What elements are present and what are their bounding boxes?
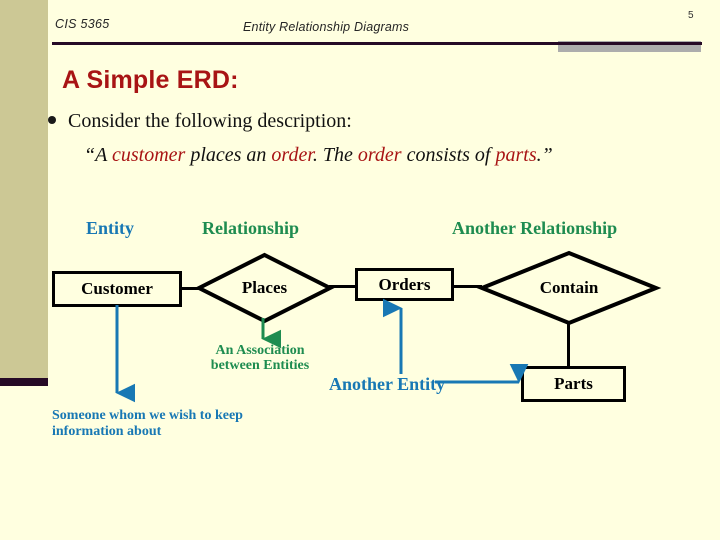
quote-close: .” <box>536 144 553 166</box>
bullet-text: Consider the following description: <box>68 110 352 132</box>
sidebar-decoration-band <box>0 0 48 378</box>
quote-mid-3: consists of <box>401 144 496 166</box>
leader-arrow-places <box>261 318 281 349</box>
quote-mid-2: . The <box>312 144 358 166</box>
connector-orders-contain <box>452 285 482 288</box>
header-rule-gray-band <box>558 41 701 52</box>
annotation-relationship: Relationship <box>202 218 300 238</box>
entity-box-customer[interactable]: Customer <box>52 271 182 307</box>
entity-box-orders-label: Orders <box>378 274 431 294</box>
connector-contain-parts <box>567 312 570 367</box>
annotation-another-relationship: Another Relationship <box>452 218 618 238</box>
leader-arrow-customer <box>115 305 135 403</box>
entity-box-parts[interactable]: Parts <box>521 366 626 402</box>
diamond-shape-icon <box>194 252 335 324</box>
leader-arrow-another-entity-parts <box>435 364 529 384</box>
header-course-code: CIS 5365 <box>55 17 110 31</box>
relationship-diamond-contain[interactable]: Contain <box>476 250 662 326</box>
bullet-row: Consider the following description: <box>48 110 352 133</box>
annotation-entity: Entity <box>86 218 135 238</box>
quote-highlight-customer: customer <box>111 144 186 166</box>
sidebar-decoration-foot <box>0 378 48 386</box>
description-quote: “A customer places an order. The order c… <box>84 144 553 167</box>
quote-highlight-order-2: order <box>357 144 402 166</box>
quote-highlight-parts: parts <box>495 144 537 166</box>
bullet-dot-icon <box>48 116 56 124</box>
header-topic-title: Entity Relationship Diagrams <box>243 20 410 34</box>
connector-customer-places <box>182 287 200 290</box>
diamond-shape-icon <box>476 250 662 326</box>
annotation-another-entity: Another Entity <box>329 374 446 394</box>
connector-places-orders <box>329 285 357 288</box>
entity-box-parts-label: Parts <box>554 374 593 393</box>
annotation-someone: Someone whom we wish to keep information… <box>52 408 243 440</box>
leader-arrow-orders <box>383 298 403 374</box>
quote-open: “A <box>84 144 112 166</box>
slide-number: 5 <box>688 10 694 21</box>
slide-title: A Simple ERD: <box>62 66 239 94</box>
header-rule-line <box>52 42 702 45</box>
entity-box-orders[interactable]: Orders <box>355 268 454 301</box>
annotation-association: An Association between Entities <box>210 343 310 374</box>
quote-mid-1: places an <box>185 144 272 166</box>
quote-highlight-order-1: order <box>271 144 313 166</box>
relationship-diamond-places[interactable]: Places <box>194 252 335 324</box>
entity-box-customer-label: Customer <box>81 279 153 298</box>
